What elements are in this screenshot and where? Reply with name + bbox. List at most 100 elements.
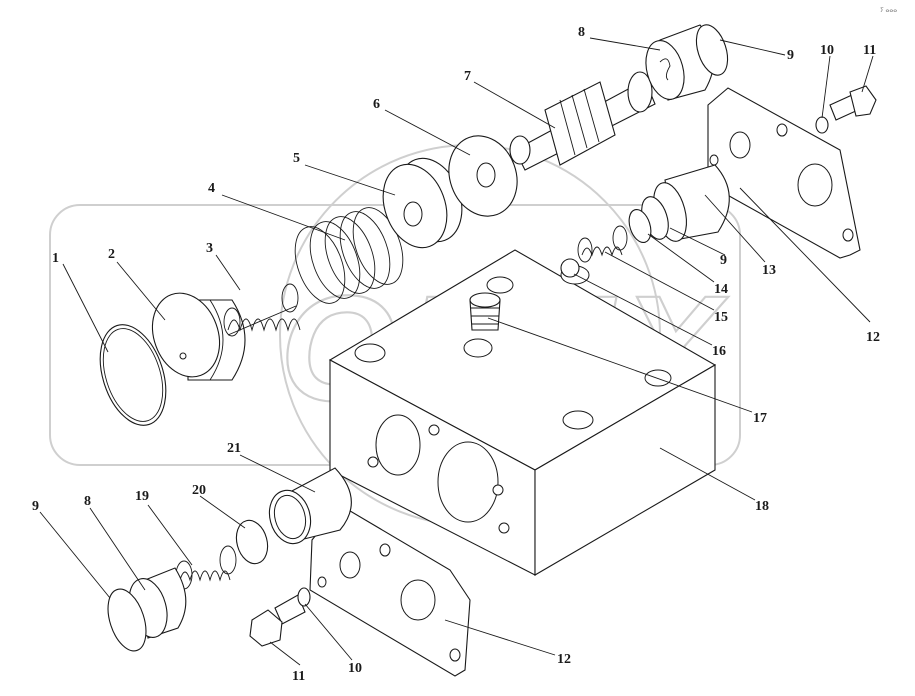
spring-end (281, 283, 299, 313)
callout-6: 6 (373, 97, 380, 112)
leader-7 (473, 81, 556, 129)
leader-10b (304, 603, 353, 661)
spacer-hole (403, 201, 423, 227)
leader-8a (589, 37, 661, 51)
leader-9b (669, 227, 726, 256)
tube-fitting (268, 467, 352, 545)
plug-groove (209, 299, 224, 381)
plate-hole (797, 163, 833, 207)
leader-19 (147, 504, 193, 566)
shim-disc (235, 519, 269, 565)
block-right-face (534, 364, 716, 576)
plug-center-hole (179, 352, 187, 360)
block-top-hole (486, 276, 514, 294)
bolt-shank (274, 594, 306, 625)
spring-end (219, 545, 237, 575)
leader-1 (62, 263, 109, 353)
spring-coil (324, 216, 376, 294)
plug-face (151, 292, 221, 378)
leader-9c (39, 511, 111, 599)
callout-11-top: 11 (863, 43, 876, 58)
leader-10a (821, 55, 831, 119)
block-front-hole (428, 424, 440, 436)
callout-20: 20 (192, 483, 206, 498)
callout-5: 5 (293, 151, 300, 166)
leader-20 (199, 495, 246, 529)
plug-thread-lines (471, 307, 499, 325)
spring-coils-lower (227, 305, 297, 336)
spring-coil (294, 226, 346, 304)
spring-small-left (223, 283, 301, 337)
washer-hole (476, 162, 496, 188)
o-ring-left (99, 324, 167, 426)
leader-4 (221, 194, 346, 241)
small-washer-bottom (297, 587, 311, 607)
spring-coil (352, 207, 404, 285)
valve-spool (509, 71, 656, 171)
leader-9a (719, 39, 786, 56)
spool-end (509, 135, 531, 165)
callout-12-top: 12 (866, 330, 880, 345)
leader-12a (739, 187, 871, 323)
leader-5 (304, 164, 396, 196)
spring-bottom (175, 545, 237, 590)
plate-hole (729, 131, 751, 159)
callout-1: 1 (52, 251, 59, 266)
valve-body-block (328, 249, 717, 576)
plate-hole (709, 154, 719, 166)
seal-ring (628, 208, 652, 244)
spring-end (223, 307, 241, 337)
block-front-bore (437, 441, 499, 523)
callout-13: 13 (762, 263, 776, 278)
plate-hole (449, 648, 461, 662)
cap-face (645, 40, 685, 100)
callout-8-top: 8 (578, 25, 585, 40)
callout-18: 18 (755, 499, 769, 514)
callout-15: 15 (714, 310, 728, 325)
block-front-bore (375, 414, 421, 476)
bolt-bottom (249, 594, 306, 647)
callout-21: 21 (227, 441, 241, 456)
leader-21 (239, 454, 316, 493)
callout-12-bottom: 12 (557, 652, 571, 667)
plate-hole (776, 123, 788, 137)
leader-2 (116, 261, 166, 321)
callout-2: 2 (108, 247, 115, 262)
callout-7: 7 (464, 69, 471, 84)
block-top-hole (354, 343, 386, 363)
plug-cap (151, 292, 246, 381)
o-ring-inner (102, 328, 164, 422)
spring-coils (581, 246, 623, 257)
block-top-hole (644, 369, 672, 387)
cap-slot (659, 58, 671, 81)
callout-4: 4 (208, 181, 215, 196)
plate-hole (339, 551, 361, 579)
leader-14 (647, 233, 715, 283)
leader-lines (39, 37, 874, 666)
spring-end (577, 237, 593, 263)
spacer-disc (382, 157, 463, 249)
spring-small-right (577, 225, 628, 263)
plug-top (469, 292, 501, 308)
plate-hole (842, 228, 854, 242)
leader-13 (704, 194, 766, 263)
callout-3: 3 (206, 241, 213, 256)
callout-labels: 1 2 3 4 5 6 7 8 9 10 11 9 13 14 15 12 16… (32, 25, 880, 684)
block-front-hole (367, 456, 379, 468)
plate-hole (400, 579, 436, 621)
leader-3 (215, 254, 241, 291)
leader-18 (659, 447, 756, 501)
leader-16 (573, 273, 713, 346)
plate-hole (379, 543, 391, 557)
o-ring (99, 324, 167, 426)
spool-groove (559, 99, 576, 156)
leader-12b (444, 619, 556, 656)
callout-14: 14 (714, 282, 728, 297)
block-top-hole (463, 338, 493, 358)
callout-19: 19 (135, 489, 149, 504)
block-front-hole (498, 522, 510, 534)
cover-plate-bottom (309, 504, 471, 677)
leader-17 (487, 317, 753, 413)
